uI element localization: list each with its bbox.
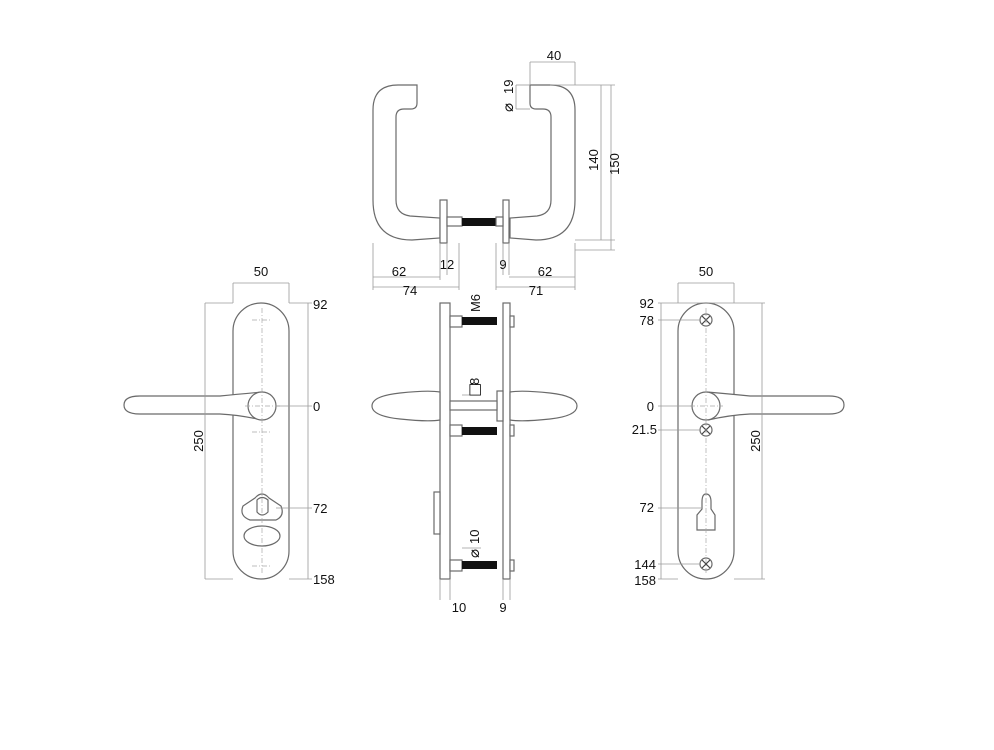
dim-top-rose-left: 12 (440, 257, 454, 272)
side-cylinder-housing (433, 491, 441, 535)
side-bolt-top-head (449, 315, 463, 328)
dim-top-overall-right: 71 (529, 283, 543, 298)
dim-right-length: 250 (748, 430, 763, 452)
top-view-right-rose (502, 199, 510, 244)
side-left-lever (371, 390, 441, 422)
dim-right-pos-cylinder: 72 (640, 500, 654, 515)
dim-side-bolt-diameter: ⌀ 10 (465, 530, 483, 558)
svg-text:19: 19 (501, 80, 516, 94)
dim-left-width: 50 (254, 264, 268, 279)
dim-top-height-inner: 140 (586, 149, 601, 171)
top-view-dimensions (372, 61, 615, 290)
dim-left-pos-top: 92 (313, 297, 327, 312)
top-view-right-lever (509, 84, 576, 241)
side-bolt-mid (462, 427, 497, 435)
dim-side-bolt-thread: M6 (468, 294, 483, 312)
side-bolt-bottom-head (449, 559, 463, 572)
dim-right-pos-screw-top: 78 (640, 313, 654, 328)
top-view-screw (462, 218, 503, 226)
right-lever (706, 391, 845, 421)
dim-side-plate-left: 10 (452, 600, 466, 615)
left-plate (232, 302, 290, 580)
svg-text:□: □ (465, 383, 483, 397)
left-lever (123, 391, 264, 421)
left-cylinder-core (256, 496, 269, 516)
svg-text:⌀: ⌀ (465, 549, 483, 558)
side-right-lever (509, 390, 578, 422)
dim-right-width: 50 (699, 264, 713, 279)
dim-right-pos-bottom: 158 (634, 573, 656, 588)
dim-top-lever-right: 62 (538, 264, 552, 279)
dim-left-length: 250 (191, 430, 206, 452)
dim-top-width: 40 (547, 48, 561, 63)
dim-top-grip-diameter: ⌀ 19 (499, 80, 517, 112)
side-bolt-bottom (462, 561, 497, 569)
dim-top-overall-left: 74 (403, 283, 417, 298)
dim-side-spindle-square: □ 8 (465, 378, 483, 397)
side-nut-bottom (509, 559, 515, 572)
side-right-rose (496, 390, 504, 422)
top-view: 62 74 12 9 62 71 40 ⌀ 19 140 150 (372, 48, 622, 298)
dim-right-pos-spindle: 0 (647, 399, 654, 414)
dim-left-pos-spindle: 0 (313, 399, 320, 414)
side-left-plate (439, 302, 451, 580)
dim-top-height-outer: 150 (607, 153, 622, 175)
side-nut-top (509, 315, 515, 328)
right-plate-view: 50 250 92 78 0 21.5 72 144 158 (632, 264, 845, 588)
dim-right-pos-screw-mid: 21.5 (632, 422, 657, 437)
dim-left-pos-bottom: 158 (313, 572, 335, 587)
dim-right-pos-screw-bottom: 144 (634, 557, 656, 572)
dim-left-pos-cylinder: 72 (313, 501, 327, 516)
dim-top-rose-right: 9 (499, 257, 506, 272)
top-view-screw-head (495, 216, 504, 227)
side-bolt-mid-head (449, 424, 463, 437)
side-right-plate (502, 302, 511, 580)
top-view-left-lever (372, 84, 441, 241)
dim-side-plate-right: 9 (499, 600, 506, 615)
svg-text:8: 8 (467, 378, 482, 385)
left-plate-view: 50 250 92 0 72 158 (123, 264, 335, 587)
dim-top-lever-left: 62 (392, 264, 406, 279)
svg-text:⌀: ⌀ (499, 103, 517, 112)
dim-right-pos-top: 92 (640, 296, 654, 311)
side-nut-mid (509, 424, 515, 437)
top-view-left-rose (439, 199, 448, 244)
side-view: M6 □ 8 ⌀ 10 10 9 (371, 294, 578, 615)
side-bolt-top (462, 317, 497, 325)
side-spindle (449, 400, 498, 411)
top-view-spindle (446, 216, 463, 227)
svg-text:10: 10 (467, 530, 482, 544)
